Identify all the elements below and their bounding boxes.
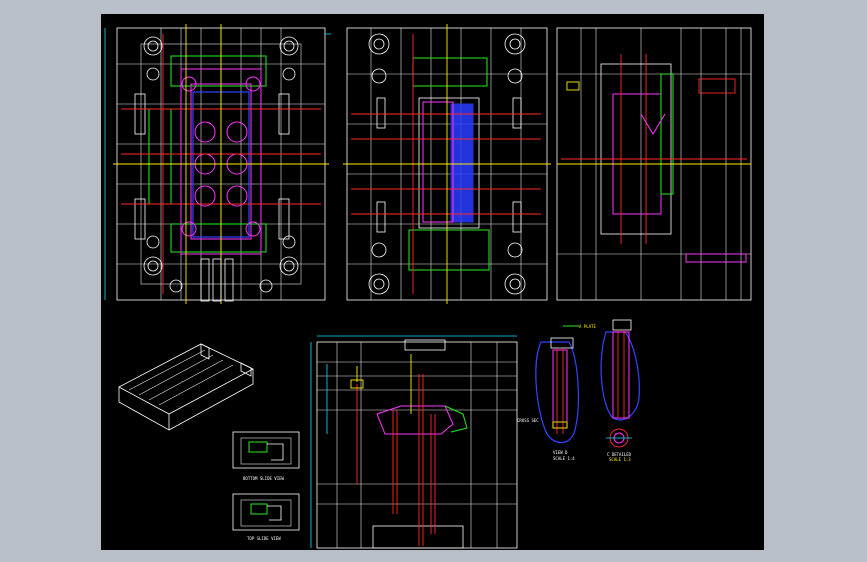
bottom-slide-view-label: BOTTOM SLIDE VIEW: [243, 476, 285, 481]
detail-view-d: A PLATE CROSS SEC VIEW D SCALE 1:4: [517, 324, 596, 461]
view-d-scale: SCALE 1:4: [553, 456, 575, 461]
isometric-3d-view: [118, 343, 254, 431]
cross-section-label: CROSS SEC: [517, 418, 539, 423]
detail-view-c: C DETAILED SCALE 1:3: [600, 319, 640, 462]
top-slide-view-label: TOP SLIDE VIEW: [247, 536, 281, 541]
front-section-view: [310, 335, 518, 549]
plan-view-cavity-side: [343, 24, 551, 304]
top-slide-view: TOP SLIDE VIEW: [232, 493, 300, 541]
c-detailed-label: C DETAILED: [607, 452, 632, 457]
side-section-view: [556, 27, 752, 301]
bottom-slide-view: BOTTOM SLIDE VIEW: [232, 431, 300, 481]
mold-assembly-drawing: BOTTOM SLIDE VIEW TOP SLIDE VIEW: [104, 24, 752, 549]
view-d-label: VIEW D: [553, 450, 568, 455]
a-plate-label: A PLATE: [579, 324, 596, 329]
cad-drawing-canvas[interactable]: BOTTOM SLIDE VIEW TOP SLIDE VIEW: [101, 14, 764, 550]
plan-view-core-side: [104, 24, 331, 304]
c-detailed-scale: SCALE 1:3: [609, 457, 631, 462]
